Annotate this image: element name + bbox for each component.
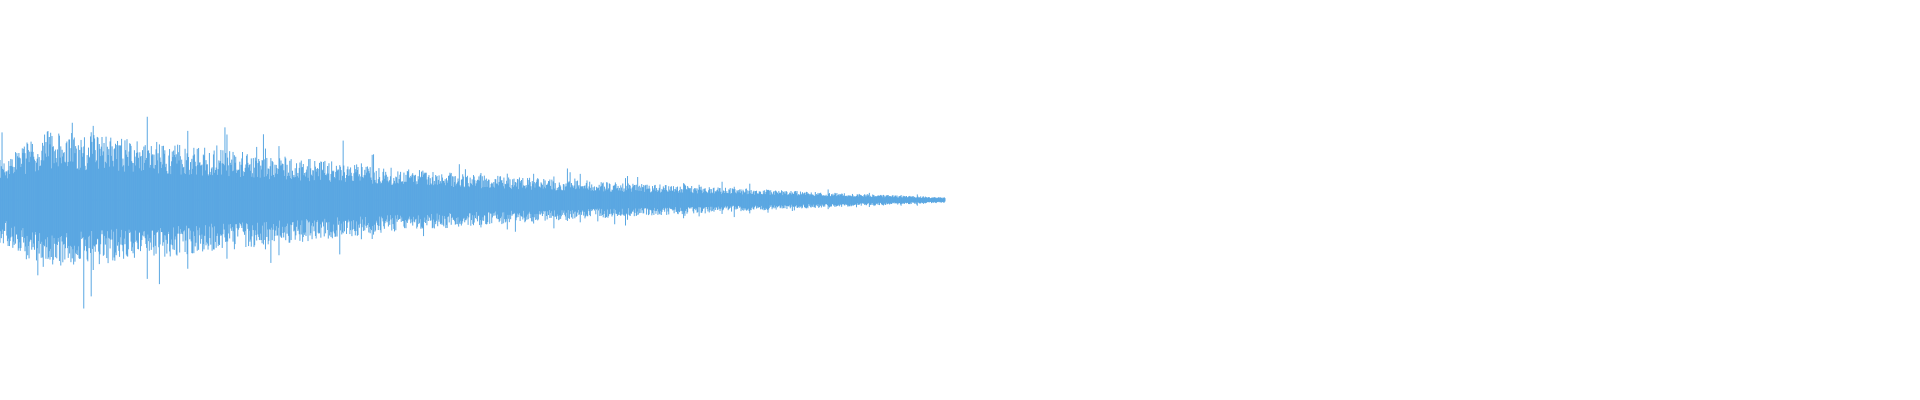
waveform-series <box>0 116 946 309</box>
